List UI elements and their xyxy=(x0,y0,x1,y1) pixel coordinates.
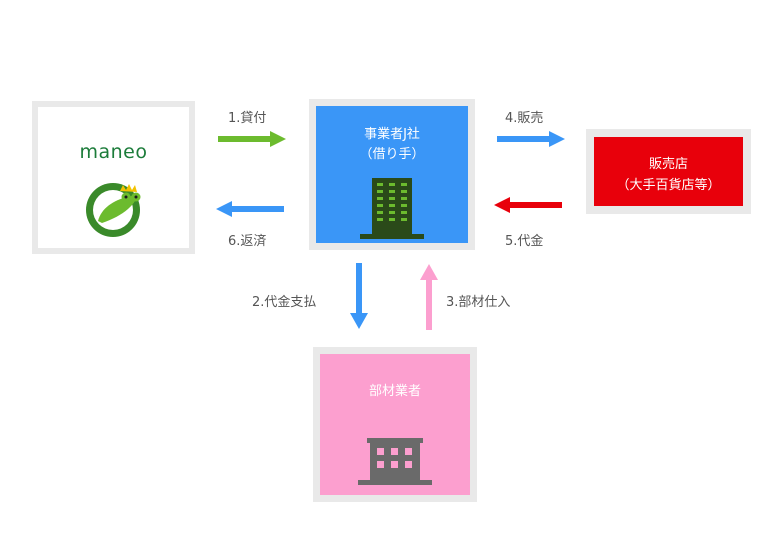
repayment-arrow xyxy=(216,201,284,217)
parts-purchase-label: 3.部材仕入 xyxy=(446,295,511,310)
payment-from-retailer-label: 5.代金 xyxy=(505,234,544,249)
parts-purchase-arrow xyxy=(420,264,438,330)
supplier-node: 部材業者 xyxy=(313,347,477,502)
supplier-name: 部材業者 xyxy=(368,384,421,399)
retailer-node: 販売店 （大手百貨店等） xyxy=(586,129,751,214)
borrower-role: （借り手） xyxy=(359,147,425,162)
maneo-node: maneo xyxy=(32,101,195,254)
borrower-node: 事業者J社 （借り手） xyxy=(309,99,475,250)
payment-from-retailer-arrow xyxy=(494,197,562,213)
frog-icon xyxy=(86,183,141,237)
loan-arrow xyxy=(218,131,286,147)
building-icon xyxy=(358,438,432,485)
office-building-icon xyxy=(360,178,424,239)
payment-to-supplier-label: 2.代金支払 xyxy=(252,295,317,310)
loan-label: 1.貸付 xyxy=(228,111,267,126)
retailer-role: （大手百貨店等） xyxy=(616,178,721,193)
retailer-name: 販売店 xyxy=(648,157,688,172)
sales-arrow xyxy=(497,131,565,147)
borrower-name: 事業者J社 xyxy=(364,127,420,142)
sales-label: 4.販売 xyxy=(505,111,544,126)
repayment-label: 6.返済 xyxy=(228,234,267,249)
payment-to-supplier-arrow xyxy=(350,263,368,329)
maneo-name: maneo xyxy=(79,141,148,163)
